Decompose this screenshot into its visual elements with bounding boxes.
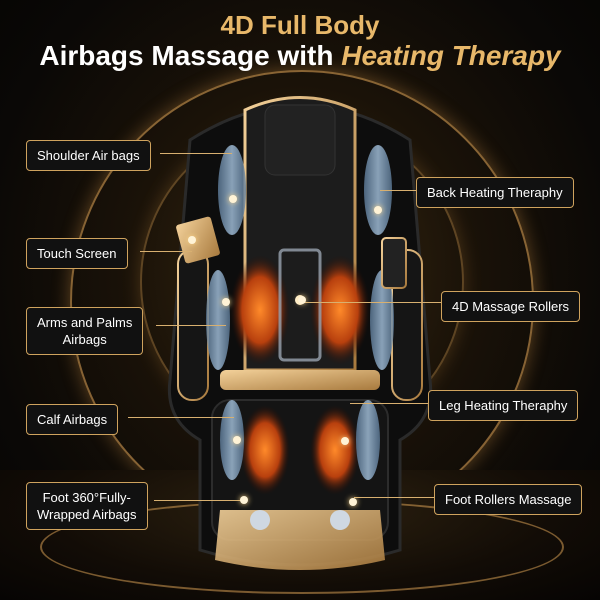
marker-calf (233, 436, 241, 444)
label-leg-heating: Leg Heating Theraphy (428, 390, 579, 421)
marker-arms (222, 298, 230, 306)
leg-heat-right (310, 405, 360, 495)
massage-chair-illustration (167, 96, 433, 570)
foot-rest (215, 510, 385, 570)
marker-leg-heating (341, 437, 349, 445)
label-foot-line-1: Foot 360°Fully- (42, 490, 131, 505)
label-shoulder-airbags: Shoulder Air bags (26, 140, 151, 171)
arm-airbag-right (370, 270, 394, 370)
roller-frame (278, 248, 322, 362)
control-panel (381, 237, 407, 289)
headrest (264, 104, 336, 176)
leg-heat-left (240, 405, 290, 495)
title-line-2-prefix: Airbags Massage with (39, 40, 334, 71)
shoulder-airbag-right (364, 145, 392, 235)
title-line-1: 4D Full Body (220, 10, 380, 40)
label-arms-line-1: Arms and Palms (37, 315, 133, 330)
seat (220, 370, 380, 390)
label-foot-rollers: Foot Rollers Massage (434, 484, 583, 515)
connector-foot-rollers (354, 497, 434, 498)
label-back-heating: Back Heating Theraphy (416, 177, 574, 208)
foot-roller-left (250, 510, 270, 530)
marker-touch (188, 236, 196, 244)
marker-rollers (298, 296, 306, 304)
foot-roller-right (330, 510, 350, 530)
label-arms-line-2: Airbags (62, 332, 107, 347)
connector-touch (140, 251, 192, 252)
title-line-2: Airbags Massage with Heating Therapy (0, 40, 600, 72)
connector-shoulder (160, 153, 232, 154)
connector-leg-heating (350, 403, 428, 404)
label-calf-airbags: Calf Airbags (26, 404, 119, 435)
connector-foot (154, 500, 244, 501)
label-4d-massage-rollers: 4D Massage Rollers (441, 291, 581, 322)
marker-foot-rollers (349, 498, 357, 506)
connector-calf (128, 417, 234, 418)
label-foot-line-2: Wrapped Airbags (37, 507, 137, 522)
label-touch-screen: Touch Screen (26, 238, 128, 269)
connector-rollers (304, 302, 441, 303)
label-arms-palms-airbags: Arms and Palms Airbags (26, 307, 144, 355)
title-line-2-accent: Heating Therapy (341, 40, 561, 71)
connector-back-heating (380, 190, 416, 191)
back-heat-left (230, 255, 290, 365)
marker-shoulder (229, 195, 237, 203)
calf-airbag-right (356, 400, 380, 480)
connector-arms (156, 325, 226, 326)
marker-back-heating (374, 206, 382, 214)
calf-airbag-left (220, 400, 244, 480)
back-heat-right (310, 255, 370, 365)
shoulder-airbag-left (218, 145, 246, 235)
label-foot-airbags: Foot 360°Fully- Wrapped Airbags (26, 482, 148, 530)
marker-foot (240, 496, 248, 504)
arm-airbag-left (206, 270, 230, 370)
